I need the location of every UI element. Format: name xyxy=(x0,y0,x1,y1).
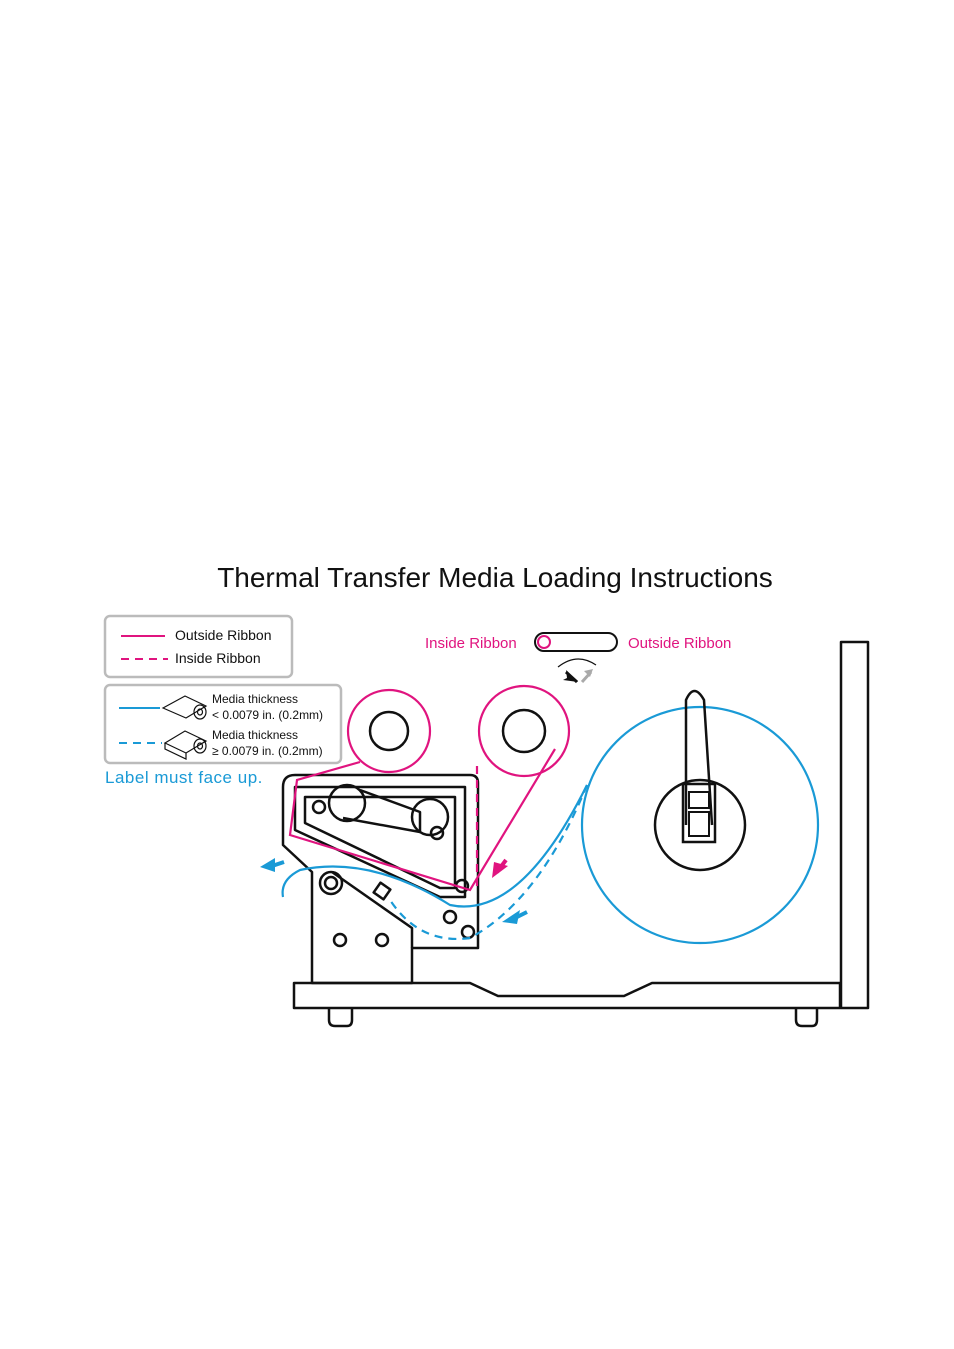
legend-outside-ribbon: Outside Ribbon xyxy=(175,627,272,643)
switch-outside-label: Outside Ribbon xyxy=(628,635,731,652)
media-path xyxy=(260,784,589,940)
diagram-title: Thermal Transfer Media Loading Instructi… xyxy=(217,562,773,593)
printer-base xyxy=(292,640,870,1028)
label-face-up-note: Label must face up. xyxy=(105,768,263,787)
thin-media-label: Media thickness xyxy=(212,692,298,706)
legend-inside-ribbon: Inside Ribbon xyxy=(175,650,261,666)
thin-media-value: < 0.0079 in. (0.2mm) xyxy=(212,708,323,722)
ribbon-rewind-roll xyxy=(346,688,432,774)
ribbon-supply-roll xyxy=(477,684,571,778)
thick-media-value: ≥ 0.0079 in. (0.2mm) xyxy=(212,744,323,758)
ribbon-legend: Outside Ribbon Inside Ribbon xyxy=(103,614,294,679)
ribbon-path xyxy=(288,748,556,892)
thin-media-roll-icon xyxy=(161,695,208,720)
ribbon-rolls xyxy=(346,684,571,778)
switch-inside-label: Inside Ribbon xyxy=(425,635,517,652)
rotate-arrow-icon xyxy=(557,658,597,668)
ribbon-switch: Inside Ribbon Outside Ribbon xyxy=(425,632,731,684)
print-mechanism xyxy=(281,773,480,985)
thick-media-label: Media thickness xyxy=(212,728,298,742)
media-legend: Media thickness < 0.0079 in. (0.2mm) Med… xyxy=(103,683,343,765)
label-roll xyxy=(580,705,820,945)
media-roll xyxy=(580,689,820,945)
thick-media-roll-icon xyxy=(163,730,208,760)
